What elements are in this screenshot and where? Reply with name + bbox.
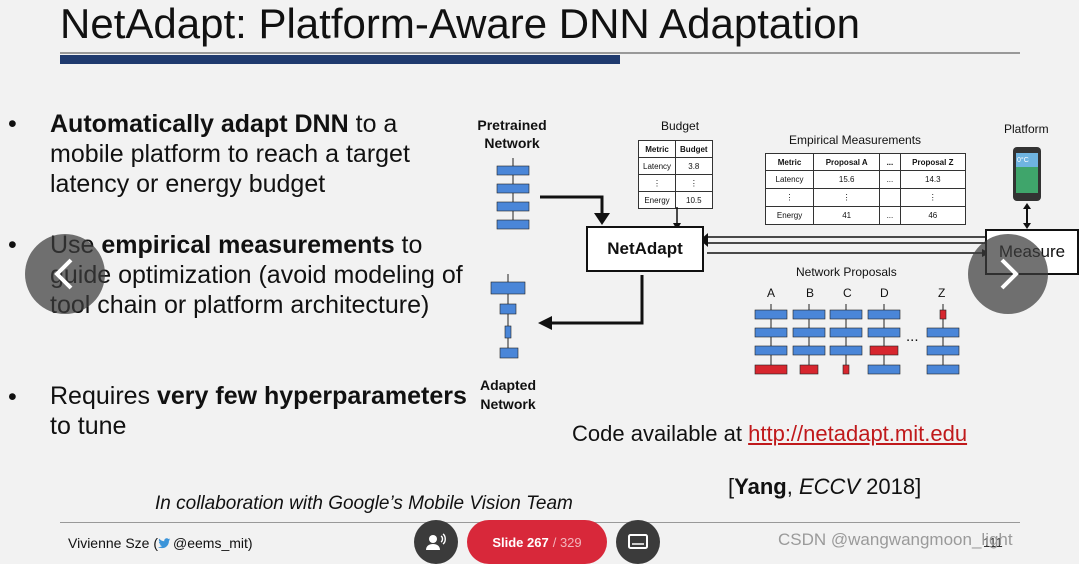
csdn-watermark: CSDN @wangwangmoon_light [778, 530, 1013, 549]
citation-year: 2018] [860, 474, 922, 499]
adapted-network-label: Adapted Network [480, 377, 536, 412]
table-cell: Latency [764, 170, 815, 189]
table-cell: 41 [813, 206, 881, 225]
table-cell: 46 [899, 206, 967, 225]
bullet-2-bold: empirical measurements [101, 231, 395, 259]
title-divider [60, 52, 1020, 54]
table-cell: ... [879, 170, 901, 189]
presenter-icon [426, 533, 446, 550]
citation-sep: , [786, 474, 799, 499]
budget-title: Budget [661, 119, 700, 133]
empirical-header: Proposal Z [899, 153, 967, 171]
table-cell: Energy [637, 191, 677, 209]
proposal-letter-c: C [843, 286, 852, 300]
table-cell: ⋮ [675, 174, 713, 192]
table-cell: ⋮ [637, 174, 677, 192]
proposal-letter-a: A [767, 286, 776, 300]
title-accent-bar [60, 55, 620, 64]
bullet-text-3: Requires very few hyperparameters to tun… [50, 381, 470, 441]
netadapt-link[interactable]: http://netadapt.mit.edu [748, 421, 968, 446]
table-cell: Latency [637, 157, 677, 175]
bullet-marker: • [8, 110, 17, 138]
next-slide-button[interactable] [968, 234, 1048, 314]
bullet-3-bold: very few hyperparameters [157, 382, 467, 410]
phone-icon [1013, 147, 1041, 229]
author-name: Vivienne Sze ( [68, 535, 159, 551]
table-cell: 10.5 [675, 191, 713, 209]
proposal-letter-d: D [880, 286, 889, 300]
proposals-title: Network Proposals [796, 265, 897, 279]
phone-screen-text: 0°C [1017, 157, 1029, 164]
proposals-ellipsis: ... [906, 328, 919, 345]
pretrained-network-label: Pretrained Network [477, 117, 547, 151]
bullet-3-pre: Requires [50, 382, 157, 410]
budget-header-budget: Budget [675, 140, 713, 158]
empirical-header: ... [879, 153, 901, 171]
footer-author: Vivienne Sze ( @eems_mit) [68, 535, 253, 551]
bullet-text-1: Automatically adapt DNN to a mobile plat… [50, 109, 470, 199]
slide-title: NetAdapt: Platform-Aware DNN Adaptation [60, 0, 860, 47]
adapted-network-icon [490, 274, 526, 359]
slide-total: / 329 [552, 534, 582, 550]
page-number: 111 [983, 535, 1003, 550]
slide-current: Slide 267 [492, 534, 549, 550]
bullet-marker: • [8, 383, 17, 411]
bullet-1-bold: Automatically adapt DNN [50, 110, 349, 138]
presenter-button[interactable] [414, 520, 458, 564]
code-prefix: Code available at [572, 421, 749, 446]
platform-label: Platform [1004, 122, 1049, 136]
netadapt-box: NetAdapt [586, 226, 704, 272]
empirical-header: Proposal A [813, 153, 881, 171]
proposal-letter-b: B [806, 286, 815, 300]
bullet-3-rest: to tune [50, 412, 127, 440]
citation: [Yang, ECCV 2018] [728, 474, 921, 500]
slide-counter-pill[interactable]: Slide 267/ 329 [467, 520, 607, 564]
screen-icon [628, 534, 648, 549]
bullet-1-rest: to a mobile platform to reach a target l… [50, 110, 410, 198]
citation-author: Yang [734, 474, 787, 499]
budget-header-metric: Metric [637, 140, 677, 158]
bullet-text-2: Use empirical measurements to guide opti… [50, 230, 470, 320]
bullet-marker: • [8, 231, 17, 259]
twitter-icon [158, 538, 171, 549]
collaboration-note: In collaboration with Google’s Mobile Vi… [155, 493, 573, 514]
proposal-letter-z: Z [938, 286, 946, 300]
citation-venue: ECCV [798, 474, 861, 499]
table-cell: 14.3 [899, 170, 967, 189]
table-cell: 15.6 [813, 170, 881, 189]
empirical-title: Empirical Measurements [789, 133, 922, 147]
chevron-left-icon [54, 258, 73, 290]
chevron-right-icon [1000, 258, 1019, 290]
author-handle: @eems_mit) [173, 535, 253, 551]
citation-open: [ [728, 474, 735, 499]
empirical-header: Metric [764, 153, 815, 171]
empirical-table: Metric Proposal A ... Proposal Z Latency… [764, 153, 967, 225]
table-cell: ... [879, 206, 901, 225]
prev-slide-button[interactable] [25, 234, 105, 314]
pretrained-network-icon [496, 158, 530, 230]
code-available-line: Code available at http://netadapt.mit.ed… [572, 421, 967, 447]
fullscreen-button[interactable] [616, 520, 660, 564]
network-proposals-icon [754, 304, 960, 375]
table-cell: 3.8 [675, 157, 713, 175]
bullet-2-rest: to guide optimization (avoid modeling of… [50, 231, 463, 319]
diagram-arrows [538, 195, 990, 330]
